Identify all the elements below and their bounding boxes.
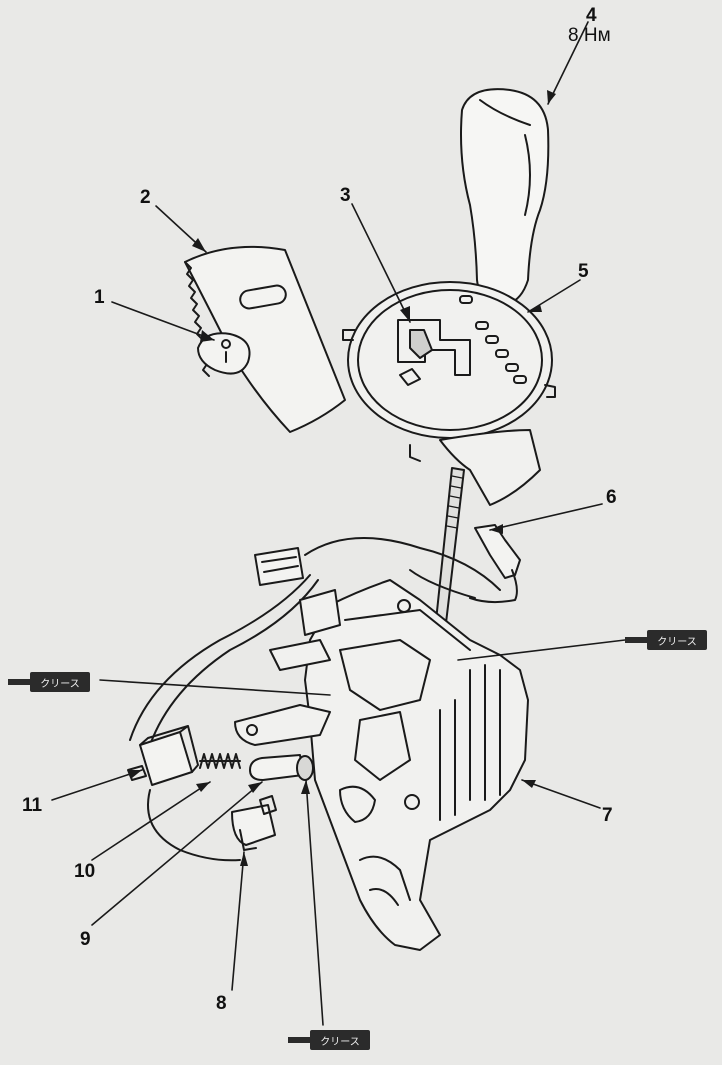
bulb-part-6 bbox=[469, 524, 521, 604]
bracket-arm bbox=[234, 589, 341, 746]
callout-10: 10 bbox=[74, 861, 96, 882]
solenoid-part-11 bbox=[127, 725, 199, 786]
grease-tube-icon bbox=[625, 637, 647, 643]
callout-1: 1 bbox=[94, 287, 105, 308]
trim-plate-part-2 bbox=[184, 245, 346, 433]
callout-7: 7 bbox=[602, 805, 613, 826]
grease-label-bottom: クリース bbox=[288, 1030, 370, 1050]
callout-2: 2 bbox=[140, 187, 151, 208]
grease-tube-icon bbox=[8, 679, 30, 685]
spring-part-10 bbox=[199, 753, 241, 769]
shift-knob-part-4 bbox=[460, 88, 550, 306]
clip-part-1 bbox=[197, 332, 251, 375]
shifter-housing-part-7 bbox=[304, 579, 529, 951]
callout-3: 3 bbox=[340, 185, 351, 206]
callout-9: 9 bbox=[80, 929, 91, 950]
callout-8: 8 bbox=[216, 993, 227, 1014]
callout-11: 11 bbox=[22, 795, 43, 816]
plunger-part-9 bbox=[249, 754, 314, 781]
grease-label-left: クリース bbox=[8, 672, 90, 692]
connector-top bbox=[254, 547, 304, 586]
callout-6: 6 bbox=[606, 487, 617, 508]
grease-label-text: クリース bbox=[310, 1030, 370, 1050]
grease-label-right: クリース bbox=[625, 630, 707, 650]
indicator-panel-part-5 bbox=[342, 281, 556, 506]
grease-label-text: クリース bbox=[30, 672, 90, 692]
torque-spec-part-4: 8 Нм bbox=[568, 25, 611, 46]
callout-5: 5 bbox=[578, 261, 589, 282]
switch-part-8 bbox=[231, 795, 277, 851]
slider-part-3 bbox=[409, 329, 433, 359]
callout-4: 4 bbox=[586, 5, 597, 26]
grease-label-text: クリース bbox=[647, 630, 707, 650]
grease-tube-icon bbox=[288, 1037, 310, 1043]
